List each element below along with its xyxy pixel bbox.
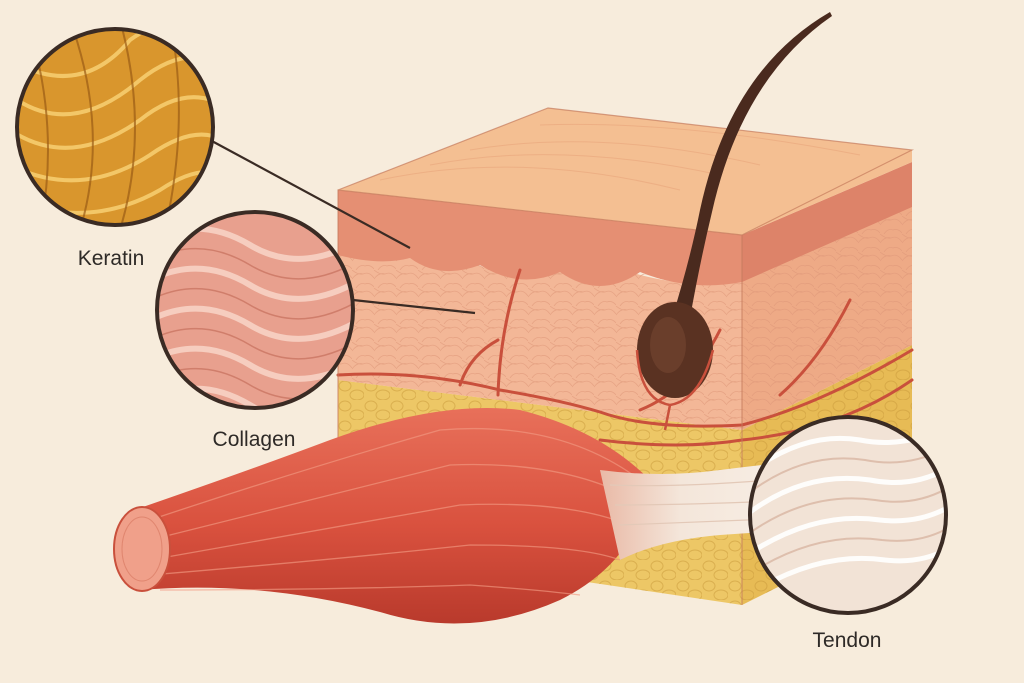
pointer-lines — [209, 139, 476, 315]
epidermis-layer — [338, 190, 742, 286]
muscle-cross-section — [113, 506, 171, 592]
keratin-label: Keratin — [78, 247, 145, 270]
collagen-label: Collagen — [213, 428, 296, 451]
tendon-label: Tendon — [813, 629, 882, 652]
muscle — [113, 408, 800, 624]
keratin-pointer — [209, 139, 411, 249]
muscle-belly — [140, 408, 650, 624]
tendon-band — [600, 462, 800, 560]
collagen-pointer — [352, 298, 476, 315]
epidermis-side — [742, 162, 912, 282]
hair-follicle — [635, 12, 832, 431]
